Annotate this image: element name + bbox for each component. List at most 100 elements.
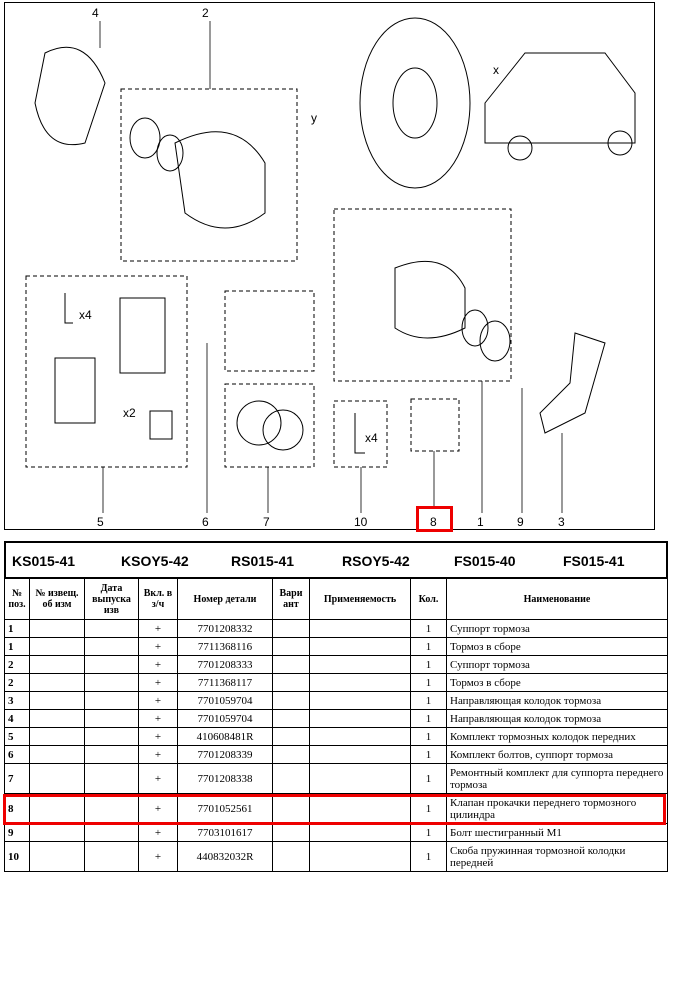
cell-empty xyxy=(84,841,139,872)
cell-part: 7701208332 xyxy=(177,619,273,638)
cell-incl: + xyxy=(138,619,178,638)
callout-9: 9 xyxy=(517,515,524,529)
cell-name: Направляющая колодок тормоза xyxy=(446,691,668,710)
cell-qty: 1 xyxy=(410,727,447,746)
cell-empty xyxy=(309,841,411,872)
cell-empty xyxy=(309,673,411,692)
cell-pos: 1 xyxy=(4,619,30,638)
callout-7: 7 xyxy=(263,515,270,529)
column-header: Кол. xyxy=(410,578,447,620)
callout-8: 8 xyxy=(430,515,437,529)
cell-incl: + xyxy=(138,745,178,764)
cell-empty xyxy=(29,823,85,842)
cell-name: Суппорт тормоза xyxy=(446,655,668,674)
cell-pos: 9 xyxy=(4,823,30,842)
cell-empty xyxy=(29,745,85,764)
cell-name: Комплект тормозных колодок передних xyxy=(446,727,668,746)
cell-pos: 10 xyxy=(4,841,30,872)
cell-pos: 1 xyxy=(4,637,30,656)
cell-empty xyxy=(272,841,310,872)
model-code: RS015-41 xyxy=(231,553,295,569)
cell-empty xyxy=(84,619,139,638)
cell-part: 7701208339 xyxy=(177,745,273,764)
callout-1: 1 xyxy=(477,515,484,529)
column-header: Наименование xyxy=(446,578,668,620)
cell-name: Болт шестигранный М1 xyxy=(446,823,668,842)
cell-incl: + xyxy=(138,709,178,728)
group-box-7 xyxy=(224,383,315,468)
callout-5: 5 xyxy=(97,515,104,529)
cell-empty xyxy=(309,691,411,710)
column-header: Вкл. в з/ч xyxy=(138,578,178,620)
cell-name: Суппорт тормоза xyxy=(446,619,668,638)
cell-part: 7701059704 xyxy=(177,691,273,710)
cell-empty xyxy=(309,823,411,842)
cell-name: Направляющая колодок тормоза xyxy=(446,709,668,728)
cell-part: 7711368117 xyxy=(177,673,273,692)
cell-pos: 5 xyxy=(4,727,30,746)
cell-empty xyxy=(272,763,310,794)
cell-name: Клапан прокачки переднего тормозного цил… xyxy=(446,793,668,824)
multiplier-x4: x4 xyxy=(79,308,92,322)
multiplier-x2: x2 xyxy=(123,406,136,420)
cell-empty xyxy=(29,637,85,656)
cell-empty xyxy=(84,745,139,764)
cell-empty xyxy=(84,691,139,710)
cell-pos: 3 xyxy=(4,691,30,710)
cell-empty xyxy=(272,619,310,638)
cell-empty xyxy=(272,727,310,746)
column-header: Номер детали xyxy=(177,578,273,620)
cell-empty xyxy=(272,745,310,764)
cell-empty xyxy=(272,655,310,674)
cell-incl: + xyxy=(138,691,178,710)
model-code: RSOY5-42 xyxy=(342,553,410,569)
cell-empty xyxy=(29,709,85,728)
cell-empty xyxy=(309,655,411,674)
cell-empty xyxy=(29,691,85,710)
model-code: FS015-41 xyxy=(563,553,625,569)
cell-qty: 1 xyxy=(410,709,447,728)
cell-empty xyxy=(29,619,85,638)
model-codes-bar: KS015-41 KSOY5-42 RS015-41 RSOY5-42 FS01… xyxy=(4,541,668,579)
row-8-highlight xyxy=(3,794,666,825)
cell-empty xyxy=(29,763,85,794)
group-box-6 xyxy=(224,290,315,372)
car-outline xyxy=(484,52,636,144)
cell-qty: 1 xyxy=(410,763,447,794)
guide-4 xyxy=(34,46,106,146)
cell-empty xyxy=(29,655,85,674)
cell-empty xyxy=(84,673,139,692)
cell-part: 7711368116 xyxy=(177,637,273,656)
cell-empty xyxy=(309,793,411,824)
cell-pos: 4 xyxy=(4,709,30,728)
column-header: Дата выпуска изв xyxy=(84,578,139,620)
cell-empty xyxy=(272,673,310,692)
cell-empty xyxy=(29,673,85,692)
cell-incl: + xyxy=(138,637,178,656)
cell-qty: 1 xyxy=(410,841,447,872)
guide-3 xyxy=(539,332,606,434)
cell-part: 440832032R xyxy=(177,841,273,872)
model-code: FS015-40 xyxy=(454,553,516,569)
brake-disc xyxy=(359,17,471,189)
exploded-brake-drawing xyxy=(25,17,636,513)
cell-qty: 1 xyxy=(410,637,447,656)
multiplier-x4: x4 xyxy=(365,431,378,445)
cell-empty xyxy=(84,709,139,728)
cell-empty xyxy=(84,655,139,674)
cell-empty xyxy=(84,823,139,842)
cell-empty xyxy=(84,727,139,746)
callout-8-highlight xyxy=(416,506,453,532)
